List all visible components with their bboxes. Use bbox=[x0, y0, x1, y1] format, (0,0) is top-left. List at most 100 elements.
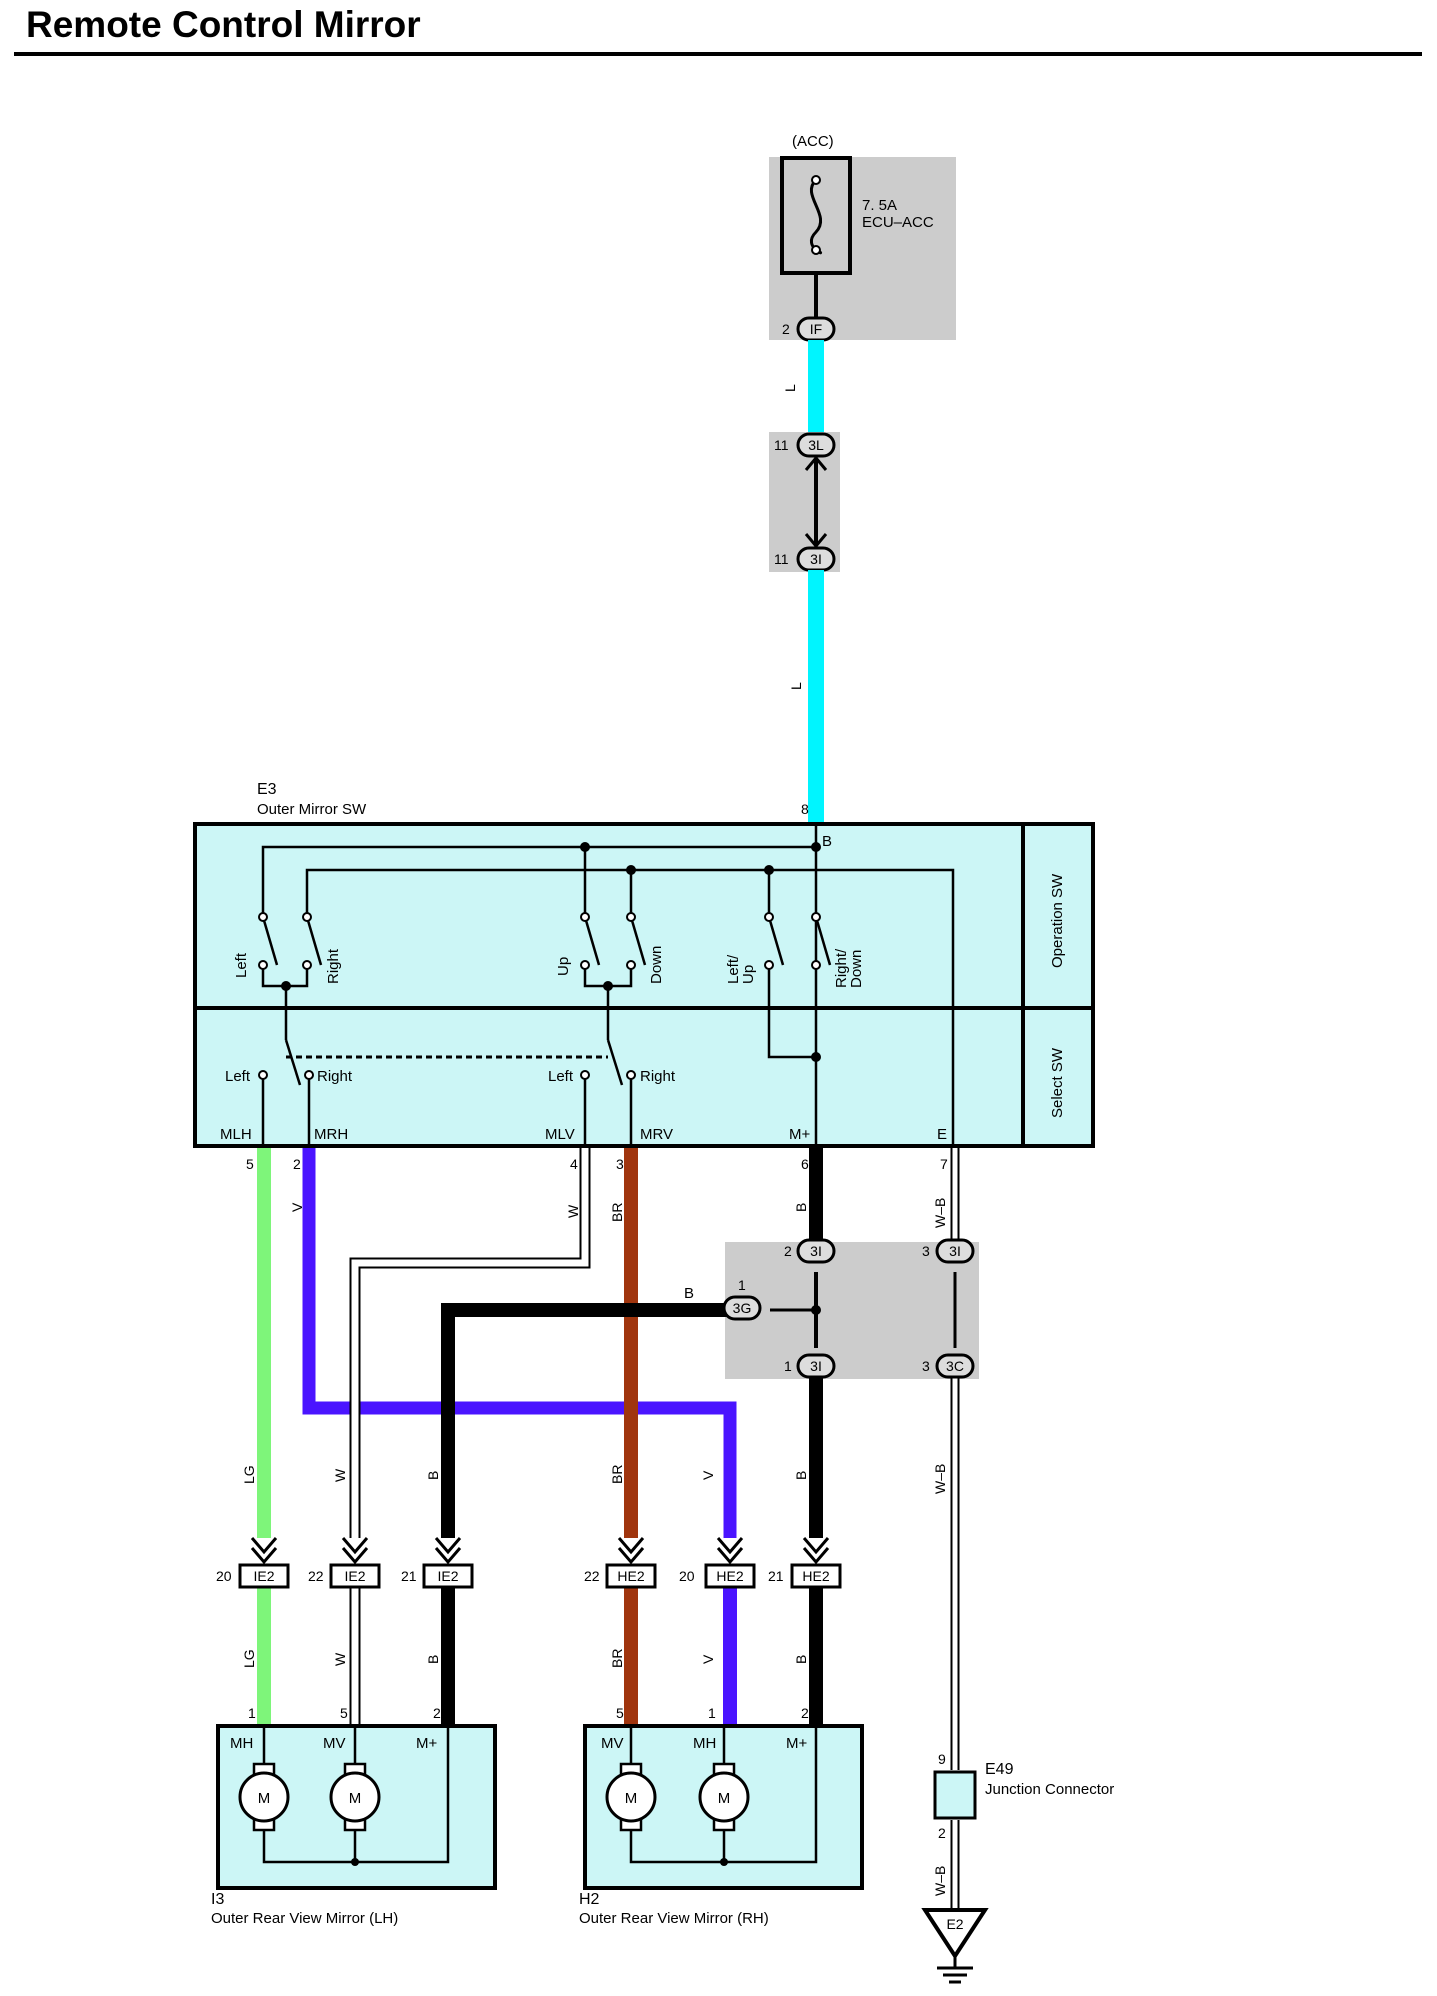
svg-text:MH: MH bbox=[693, 1735, 716, 1752]
wire-B-branch bbox=[441, 1303, 750, 1538]
svg-text:5: 5 bbox=[340, 1705, 348, 1721]
svg-text:3: 3 bbox=[922, 1243, 930, 1259]
wire-L-lower bbox=[808, 570, 824, 822]
ie2-connectors: IE2 20 IE2 22 IE2 21 bbox=[216, 1537, 474, 1589]
sw-left-label: Left bbox=[233, 952, 250, 978]
junction-3I-3G-3C bbox=[725, 1242, 979, 1379]
svg-text:V: V bbox=[700, 1470, 716, 1480]
fuse-rating: 7. 5A bbox=[862, 197, 897, 214]
svg-text:W: W bbox=[332, 1468, 348, 1482]
svg-text:3C: 3C bbox=[946, 1358, 964, 1374]
svg-text:HE2: HE2 bbox=[617, 1568, 644, 1584]
svg-text:HE2: HE2 bbox=[802, 1568, 829, 1584]
i3-id: I3 bbox=[211, 1891, 224, 1908]
h2-id: H2 bbox=[579, 1891, 600, 1908]
sw-rightdown-label: Right/Down bbox=[833, 948, 865, 988]
connector-3C bbox=[935, 1353, 975, 1379]
svg-text:M+: M+ bbox=[416, 1735, 437, 1752]
svg-text:M: M bbox=[625, 1790, 638, 1807]
e3-name: Outer Mirror SW bbox=[257, 801, 367, 818]
svg-text:MV: MV bbox=[601, 1735, 624, 1752]
e3-term-MLH: MLH bbox=[220, 1126, 252, 1143]
svg-text:11: 11 bbox=[774, 437, 789, 453]
title-rule bbox=[14, 52, 1422, 56]
svg-text:2: 2 bbox=[801, 1705, 809, 1721]
svg-text:MV: MV bbox=[323, 1735, 346, 1752]
fuse-name: ECU–ACC bbox=[862, 214, 934, 231]
e3-term-MRV: MRV bbox=[640, 1126, 673, 1143]
wire-L-top bbox=[808, 340, 824, 432]
svg-text:B: B bbox=[793, 1471, 809, 1480]
svg-text:V: V bbox=[700, 1654, 716, 1664]
motor-icon: M bbox=[698, 1762, 750, 1832]
svg-text:3I: 3I bbox=[810, 551, 822, 567]
e3-junction-dots bbox=[281, 842, 821, 1062]
svg-text:W–B: W–B bbox=[932, 1464, 948, 1494]
sel-left1-label: Left bbox=[225, 1068, 251, 1085]
b-branch-label: B bbox=[684, 1285, 694, 1302]
svg-text:2: 2 bbox=[293, 1156, 301, 1172]
h2-name: Outer Rear View Mirror (RH) bbox=[579, 1910, 769, 1927]
fuse-junction-block bbox=[769, 157, 956, 340]
operation-sw-label: Operation SW bbox=[1049, 873, 1066, 968]
svg-text:B: B bbox=[425, 1471, 441, 1480]
connector-3G bbox=[722, 1295, 762, 1321]
svg-text:IF: IF bbox=[810, 321, 822, 337]
svg-text:W–B: W–B bbox=[932, 1198, 948, 1228]
svg-text:1: 1 bbox=[784, 1358, 792, 1374]
svg-text:IE2: IE2 bbox=[253, 1568, 274, 1584]
svg-text:B: B bbox=[793, 1203, 809, 1212]
svg-text:V: V bbox=[289, 1202, 305, 1212]
svg-text:LG: LG bbox=[241, 1649, 257, 1668]
sel-right1-label: Right bbox=[317, 1068, 353, 1085]
svg-text:21: 21 bbox=[768, 1568, 784, 1584]
he2-connectors: HE2 22 HE2 20 HE2 21 bbox=[584, 1537, 842, 1589]
svg-text:LG: LG bbox=[241, 1465, 257, 1484]
wire-V bbox=[302, 1148, 737, 1538]
fuse-pin: 2 bbox=[782, 321, 790, 337]
motor-icon: M bbox=[605, 1762, 657, 1832]
e3-term-MRH: MRH bbox=[314, 1126, 348, 1143]
svg-text:M+: M+ bbox=[786, 1735, 807, 1752]
svg-text:9: 9 bbox=[938, 1751, 946, 1767]
svg-text:3I: 3I bbox=[810, 1243, 822, 1259]
e3-term-E: E bbox=[937, 1126, 947, 1143]
svg-text:22: 22 bbox=[308, 1568, 324, 1584]
wire-BR bbox=[624, 1148, 638, 1538]
motor-icon: M bbox=[238, 1762, 290, 1832]
select-sw-label: Select SW bbox=[1049, 1047, 1066, 1118]
svg-text:2: 2 bbox=[938, 1825, 946, 1841]
e3-term-MLV: MLV bbox=[545, 1126, 575, 1143]
svg-text:W: W bbox=[332, 1652, 348, 1666]
svg-text:IE2: IE2 bbox=[437, 1568, 458, 1584]
svg-text:3I: 3I bbox=[949, 1243, 961, 1259]
svg-text:21: 21 bbox=[401, 1568, 417, 1584]
svg-text:1: 1 bbox=[738, 1277, 746, 1293]
svg-text:5: 5 bbox=[616, 1705, 624, 1721]
svg-text:3L: 3L bbox=[808, 437, 824, 453]
connector-3I-mid-right bbox=[935, 1238, 975, 1264]
svg-text:1: 1 bbox=[708, 1705, 716, 1721]
svg-text:BR: BR bbox=[609, 1203, 625, 1222]
svg-text:1: 1 bbox=[248, 1705, 256, 1721]
e3-switch-contacts bbox=[258, 912, 821, 1080]
svg-text:B: B bbox=[793, 1655, 809, 1664]
svg-text:3G: 3G bbox=[733, 1300, 752, 1316]
fuse-source-label: (ACC) bbox=[792, 133, 834, 150]
svg-text:W–B: W–B bbox=[932, 1866, 948, 1896]
svg-text:HE2: HE2 bbox=[716, 1568, 743, 1584]
svg-text:IE2: IE2 bbox=[344, 1568, 365, 1584]
e3-switch-box bbox=[193, 822, 1095, 1148]
svg-text:M: M bbox=[258, 1790, 271, 1807]
connector-3I-mid-bottom bbox=[796, 1353, 836, 1379]
svg-text:2: 2 bbox=[784, 1243, 792, 1259]
svg-text:E2: E2 bbox=[946, 1916, 963, 1932]
sel-left2-label: Left bbox=[548, 1068, 574, 1085]
svg-text:20: 20 bbox=[679, 1568, 695, 1584]
e49-name: Junction Connector bbox=[985, 1781, 1114, 1798]
svg-text:W: W bbox=[565, 1204, 581, 1218]
e3-internal-wiring bbox=[261, 824, 955, 1146]
sw-leftup-label: Left/Up bbox=[725, 954, 757, 984]
e3-input-pin: 8 bbox=[801, 801, 809, 817]
ground-icon: E2 bbox=[921, 1908, 989, 1984]
